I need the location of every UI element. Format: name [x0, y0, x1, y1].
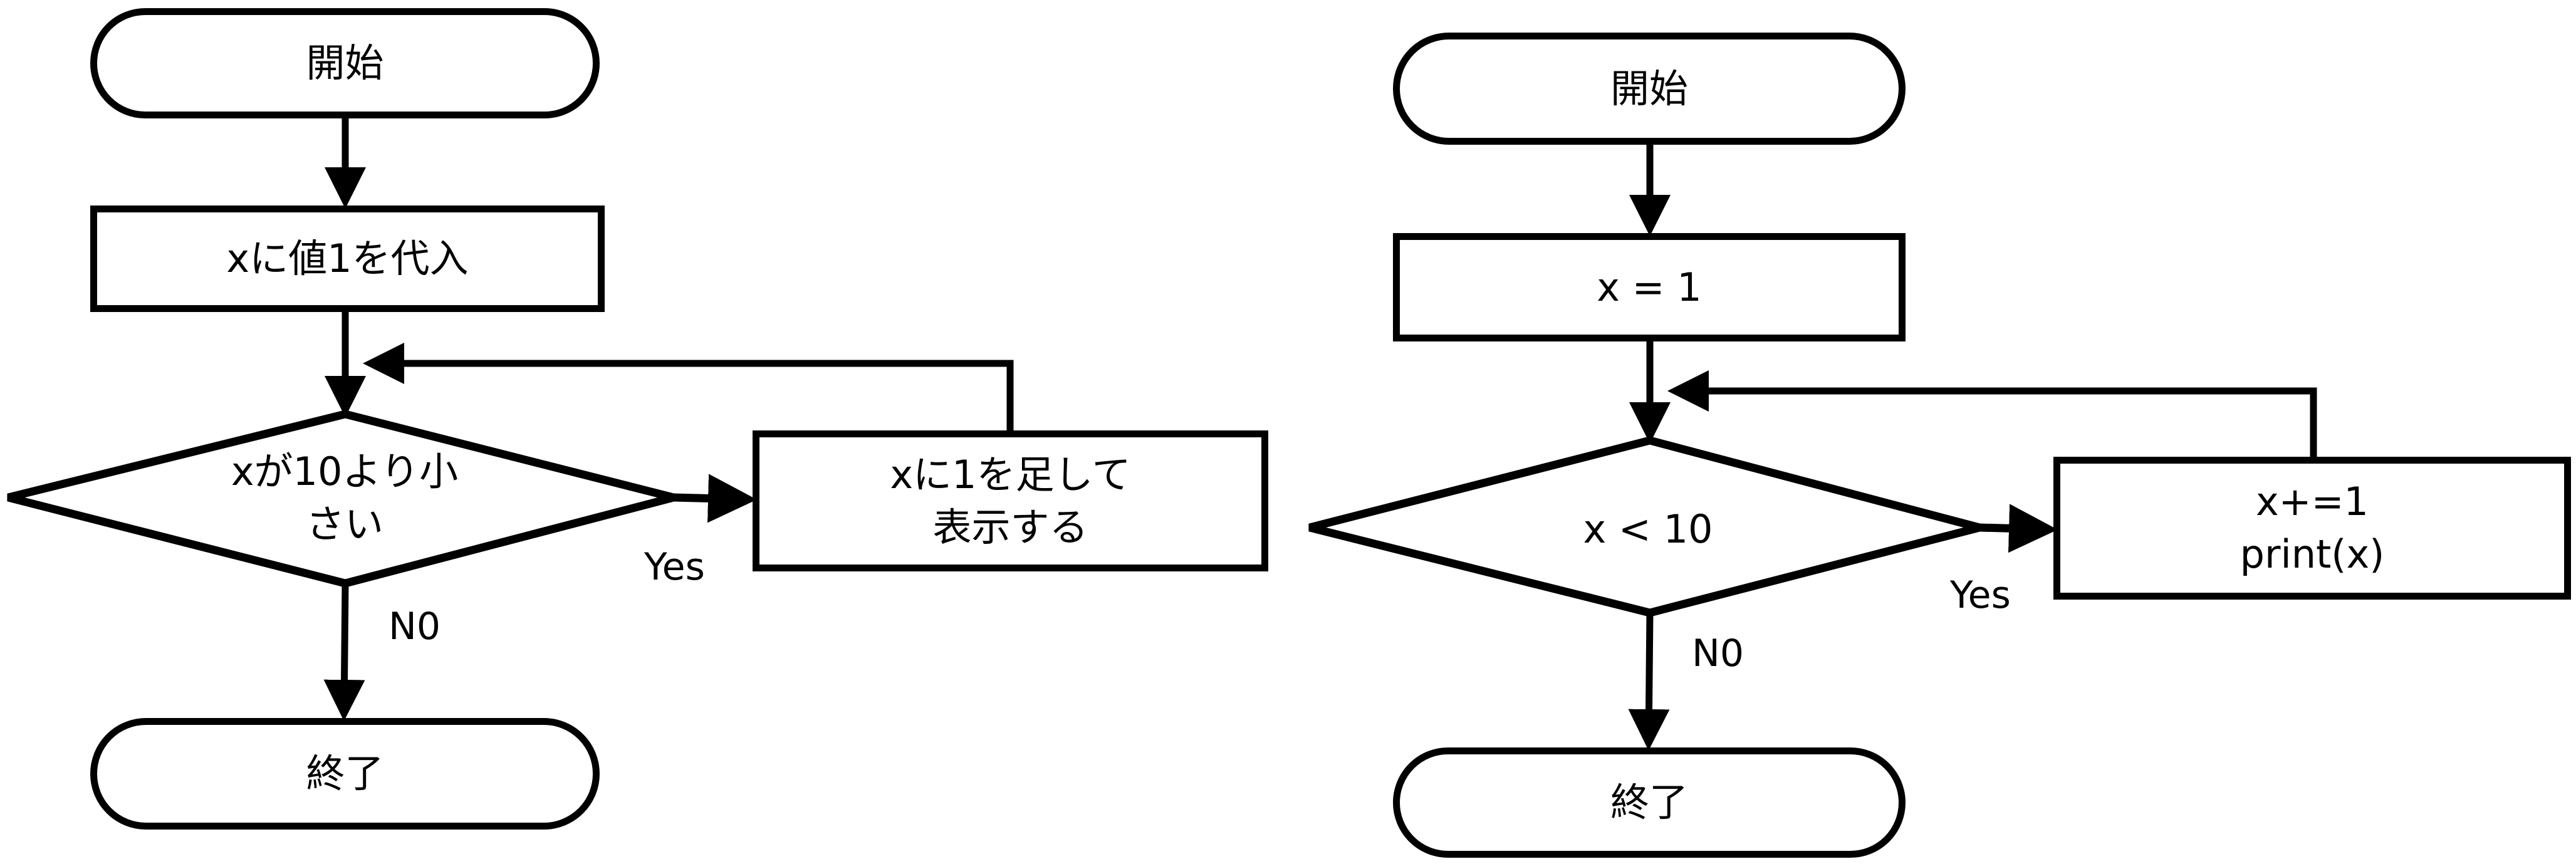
condition-text: x < 10 — [1473, 476, 1823, 583]
init-label: x = 1 — [1597, 264, 1702, 310]
condition-line-1: xが10より小 — [231, 449, 459, 495]
init-process: x = 1 — [1393, 233, 1906, 341]
start-label: 開始 — [306, 40, 384, 86]
arrow-no — [1628, 612, 1670, 751]
condition-line-2: さい — [305, 501, 383, 547]
init-label: xに値1を代入 — [226, 236, 469, 282]
yes-label: Yes — [1950, 573, 2011, 617]
no-label: N0 — [388, 605, 441, 648]
loop-back-line — [363, 343, 1014, 430]
start-terminal: 開始 — [90, 8, 600, 118]
start-label: 開始 — [1610, 65, 1688, 112]
condition-text: xが10より小 さい — [113, 426, 576, 570]
yes-label: Yes — [644, 545, 705, 589]
init-process: xに値1を代入 — [90, 206, 605, 312]
body-line-2: print(x) — [2240, 531, 2385, 577]
end-terminal: 終了 — [1393, 747, 1906, 858]
body-line-2: 表示する — [932, 504, 1088, 550]
arrow-no — [323, 583, 365, 721]
body-line-1: xに1を足して — [890, 451, 1131, 497]
arrow-yes — [673, 474, 757, 523]
loop-back-line — [1667, 370, 2317, 457]
end-terminal: 終了 — [90, 718, 600, 830]
body-process: xに1を足して 表示する — [753, 430, 1268, 571]
condition-label: x < 10 — [1583, 506, 1713, 553]
end-label: 終了 — [1610, 779, 1688, 826]
body-process: x+=1 print(x) — [2053, 457, 2571, 600]
no-label: N0 — [1692, 632, 1744, 675]
body-line-1: x+=1 — [2255, 479, 2369, 525]
arrow-yes — [1979, 504, 2058, 553]
end-label: 終了 — [306, 751, 384, 797]
start-terminal: 開始 — [1393, 33, 1906, 145]
